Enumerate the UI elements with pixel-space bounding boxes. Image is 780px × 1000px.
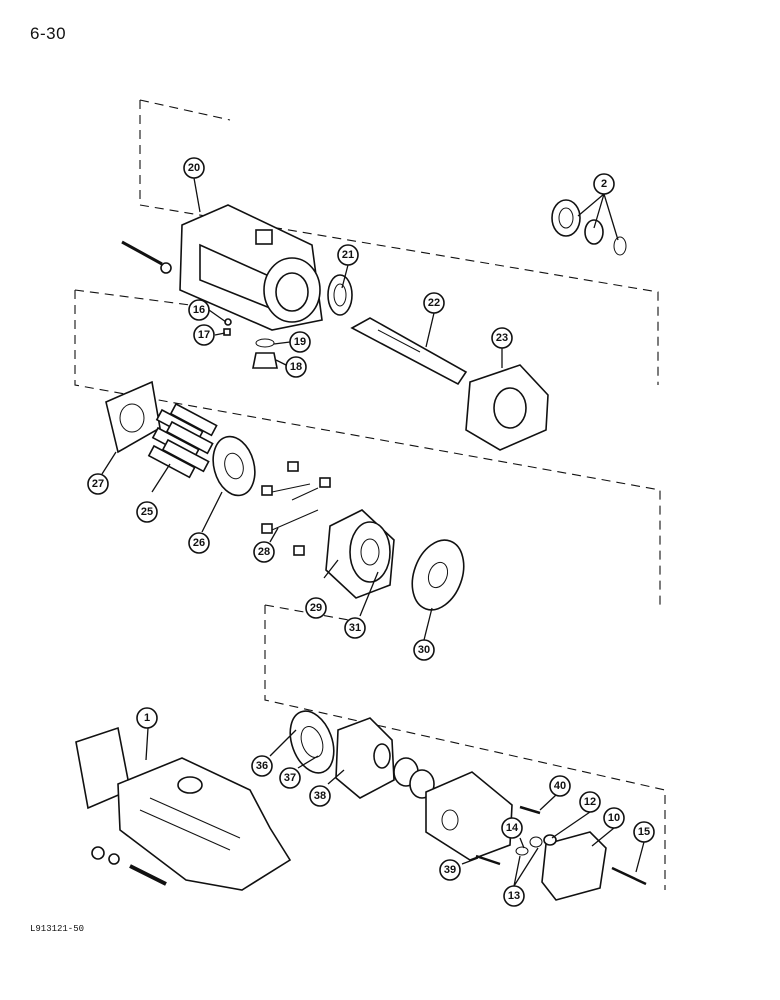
bearing bbox=[327, 274, 353, 316]
svg-text:10: 10 bbox=[608, 812, 620, 824]
end-plate bbox=[465, 364, 549, 451]
callout-25: 25 bbox=[136, 501, 158, 523]
housing-bolt bbox=[121, 240, 172, 274]
svg-text:21: 21 bbox=[342, 249, 354, 261]
group-outline-upper bbox=[139, 99, 659, 385]
svg-text:14: 14 bbox=[506, 822, 519, 834]
callout-16: 16 bbox=[188, 299, 210, 321]
svg-text:26: 26 bbox=[193, 537, 205, 549]
svg-text:22: 22 bbox=[428, 297, 440, 309]
plug-and-seal bbox=[223, 318, 278, 369]
callout-26: 26 bbox=[188, 532, 210, 554]
callout-14: 14 bbox=[501, 817, 523, 839]
callout-28: 28 bbox=[253, 541, 275, 563]
svg-text:29: 29 bbox=[310, 602, 322, 614]
callout-36: 36 bbox=[251, 755, 273, 777]
svg-text:27: 27 bbox=[92, 478, 104, 490]
callout-18: 18 bbox=[285, 356, 307, 378]
svg-text:12: 12 bbox=[584, 796, 596, 808]
callout-20: 20 bbox=[183, 157, 205, 179]
figure-code: L913121-50 bbox=[30, 924, 85, 934]
svg-text:1: 1 bbox=[144, 712, 150, 724]
pump-housing bbox=[179, 204, 323, 331]
svg-text:17: 17 bbox=[198, 329, 210, 341]
svg-text:18: 18 bbox=[290, 361, 302, 373]
svg-text:19: 19 bbox=[294, 336, 306, 348]
callout-40: 40 bbox=[549, 775, 571, 797]
callout-30: 30 bbox=[413, 639, 435, 661]
shaft-seal-kit bbox=[551, 199, 627, 256]
retainer-plate bbox=[212, 435, 256, 497]
mounting-bolt bbox=[91, 846, 167, 886]
drive-shaft bbox=[350, 317, 468, 386]
leader-lines bbox=[101, 177, 645, 887]
svg-text:2: 2 bbox=[601, 178, 607, 190]
svg-text:40: 40 bbox=[554, 780, 566, 792]
svg-text:23: 23 bbox=[496, 332, 508, 344]
callout-29: 29 bbox=[305, 597, 327, 619]
bearing-plate bbox=[289, 710, 335, 774]
callout-23: 23 bbox=[491, 327, 513, 349]
svg-text:16: 16 bbox=[193, 304, 205, 316]
callout-13: 13 bbox=[503, 885, 525, 907]
callout-22: 22 bbox=[423, 292, 445, 314]
svg-text:25: 25 bbox=[141, 506, 153, 518]
callout-21: 21 bbox=[337, 244, 359, 266]
callout-17: 17 bbox=[193, 324, 215, 346]
group-outlines bbox=[74, 99, 666, 890]
callout-37: 37 bbox=[279, 767, 301, 789]
callout-2: 2 bbox=[593, 173, 615, 195]
callout-38: 38 bbox=[309, 785, 331, 807]
valve-plate-left bbox=[105, 380, 161, 454]
charge-pump-body bbox=[425, 771, 513, 861]
svg-text:20: 20 bbox=[188, 162, 200, 174]
guide-kit bbox=[261, 461, 331, 556]
callout-15: 15 bbox=[633, 821, 655, 843]
svg-text:36: 36 bbox=[256, 760, 268, 772]
swash-plate bbox=[411, 539, 465, 611]
relief-valve-block bbox=[541, 831, 607, 901]
svg-text:30: 30 bbox=[418, 644, 430, 656]
svg-text:39: 39 bbox=[444, 864, 456, 876]
piston-set bbox=[147, 402, 218, 479]
callout-31: 31 bbox=[344, 617, 366, 639]
svg-text:13: 13 bbox=[508, 890, 520, 902]
callout-1: 1 bbox=[136, 707, 158, 729]
callout-27: 27 bbox=[87, 473, 109, 495]
group-outline-middle bbox=[74, 289, 661, 605]
svg-text:38: 38 bbox=[314, 790, 326, 802]
callout-19: 19 bbox=[289, 331, 311, 353]
callout-10: 10 bbox=[603, 807, 625, 829]
callout-12: 12 bbox=[579, 791, 601, 813]
page-number: 6-30 bbox=[30, 24, 67, 43]
svg-text:28: 28 bbox=[258, 546, 270, 558]
cylinder-block bbox=[325, 509, 395, 599]
svg-text:31: 31 bbox=[349, 622, 361, 634]
svg-text:15: 15 bbox=[638, 826, 650, 838]
gasket bbox=[335, 717, 395, 799]
callout-39: 39 bbox=[439, 859, 461, 881]
svg-text:37: 37 bbox=[284, 772, 296, 784]
pump-assembly bbox=[75, 726, 292, 891]
